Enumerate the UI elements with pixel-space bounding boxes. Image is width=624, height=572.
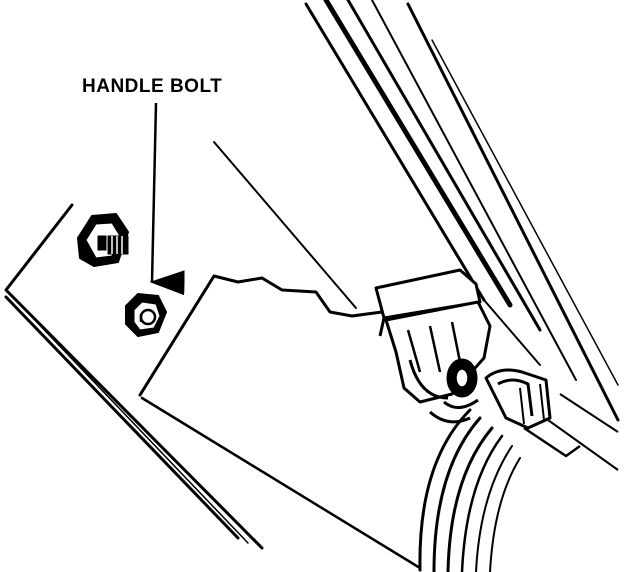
door-frame-rails (304, 0, 620, 422)
inner-panel-outline (138, 141, 422, 570)
handle-bolt (125, 292, 168, 338)
callout-arrow (149, 102, 185, 296)
cable-clamp (484, 368, 619, 471)
left-panel (4, 203, 264, 550)
threaded-stud (107, 235, 129, 255)
handle-bolt-label: HANDLE BOLT (82, 76, 223, 97)
hinge-bracket (374, 268, 492, 424)
upper-hex-nut (77, 213, 129, 267)
cable-bundle (418, 408, 521, 572)
